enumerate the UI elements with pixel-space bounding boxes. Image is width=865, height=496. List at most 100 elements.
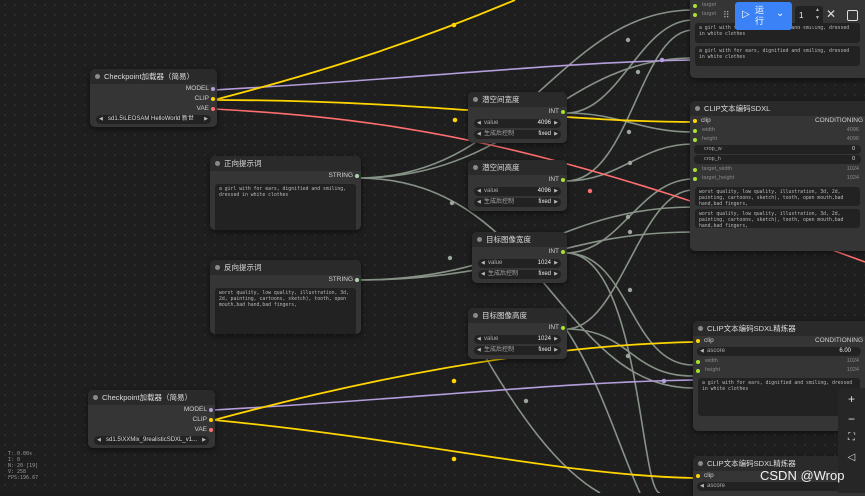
- output-slot-dot[interactable]: [355, 174, 359, 178]
- checkpoint-loader-node-1[interactable]: Checkpoint加载器（简易） MODEL CLIP VAE ◀ sd1.5…: [90, 69, 217, 127]
- input-slot-dot[interactable]: [696, 474, 700, 478]
- arrow-left-icon[interactable]: ◀: [477, 120, 481, 126]
- input-slot-dot[interactable]: [696, 359, 700, 364]
- play-icon: ▷: [742, 9, 750, 20]
- prompt-textarea[interactable]: a girl with for ears, dignified and smil…: [215, 184, 356, 230]
- node-title: Checkpoint加载器（简易）: [88, 390, 215, 405]
- prompt-textarea-2[interactable]: a girl with for ears, dignified and smil…: [695, 46, 860, 66]
- output-slot-dot[interactable]: [209, 408, 213, 412]
- output-slot-dot[interactable]: [561, 326, 565, 330]
- zoom-in-icon[interactable]: +: [847, 392, 855, 406]
- locate-icon[interactable]: ◁: [847, 452, 856, 463]
- output-slot-dot[interactable]: [209, 418, 213, 422]
- arrow-right-icon[interactable]: ▶: [204, 116, 208, 122]
- ascore-number-widget[interactable]: ◀ascore: [697, 482, 861, 491]
- output-slot-dot[interactable]: [211, 107, 215, 111]
- input-slot-dot[interactable]: [696, 368, 700, 373]
- zoom-out-icon[interactable]: −: [847, 412, 855, 426]
- node-title: 潜空间宽度: [468, 92, 567, 107]
- prompt-textarea[interactable]: worst quality, low quality, illustration…: [215, 288, 356, 334]
- ckpt-name-combo[interactable]: ◀ sd1.5\LEOSAM HelloWorld 新世 ▶: [96, 115, 211, 124]
- close-icon[interactable]: ✕: [826, 7, 837, 21]
- arrow-right-icon[interactable]: ▶: [554, 188, 558, 194]
- input-slot-dot[interactable]: [696, 339, 700, 343]
- output-slot-dot[interactable]: [211, 87, 215, 91]
- arrow-right-icon[interactable]: ▶: [554, 199, 558, 205]
- input-slot-dot[interactable]: [693, 176, 697, 181]
- node-title: CLIP文本编码SDXL精炼器: [693, 456, 865, 471]
- clip-text-encode-sdxl-refiner-node-1[interactable]: CLIP文本编码SDXL精炼器 clip CONDITIONING ◀ascor…: [693, 321, 865, 431]
- arrow-right-icon[interactable]: ▶: [554, 120, 558, 126]
- input-target-2: target: [690, 10, 865, 19]
- arrow-right-icon[interactable]: ▶: [202, 437, 206, 443]
- checkpoint-loader-node-2[interactable]: Checkpoint加载器（简易） MODEL CLIP VAE ◀ sd1.5…: [88, 390, 215, 448]
- output-slot-dot[interactable]: [211, 97, 215, 101]
- arrow-left-icon[interactable]: ◀: [481, 260, 485, 266]
- output-int: INT: [472, 247, 567, 257]
- arrow-left-icon[interactable]: ◀: [99, 116, 103, 122]
- chevron-down-icon[interactable]: ⌄: [776, 8, 785, 19]
- prompt-textarea[interactable]: a girl with for ears, dignified and smil…: [698, 378, 860, 416]
- output-slot-dot[interactable]: [561, 110, 565, 114]
- input-slot-dot[interactable]: [693, 12, 697, 17]
- arrow-left-icon[interactable]: ◀: [477, 199, 481, 205]
- stepper-icon[interactable]: ▲▼: [815, 7, 820, 21]
- arrow-left-icon[interactable]: ◀: [700, 483, 704, 489]
- arrow-left-icon[interactable]: ◀: [481, 271, 485, 277]
- arrow-left-icon[interactable]: ◀: [477, 336, 481, 342]
- ckpt-name-combo[interactable]: ◀ sd1.5\XXMix_9realisticSDXL_v1... ▶: [94, 436, 209, 445]
- output-vae: VAE: [88, 425, 215, 435]
- run-button[interactable]: ▷ 运行 ⌄: [735, 2, 792, 30]
- output-slot-dot[interactable]: [209, 428, 213, 432]
- output-slot-dot[interactable]: [355, 278, 359, 282]
- text-g-textarea[interactable]: worst quality, low quality, illustration…: [695, 187, 860, 206]
- stop-icon[interactable]: [847, 10, 858, 21]
- input-slot-dot[interactable]: [693, 167, 697, 172]
- input-clip: clip CONDITIONING: [690, 116, 865, 126]
- fit-view-icon[interactable]: ⛶: [848, 432, 855, 443]
- arrow-right-icon[interactable]: ▶: [554, 271, 558, 277]
- input-slot-dot[interactable]: [693, 128, 697, 133]
- node-title: 正向提示词: [210, 156, 361, 171]
- run-count-input[interactable]: 1 ▲▼: [795, 6, 823, 26]
- arrow-left-icon[interactable]: ◀: [97, 437, 101, 443]
- arrow-left-icon[interactable]: ◀: [477, 188, 481, 194]
- output-slot-dot[interactable]: [561, 178, 565, 182]
- watermark: CSDN @Wrop: [760, 468, 845, 483]
- node-title: 目标图像宽度: [472, 232, 567, 247]
- text-l-textarea[interactable]: worst quality, low quality, illustration…: [695, 209, 860, 228]
- arrow-left-icon[interactable]: ◀: [477, 347, 481, 353]
- arrow-right-icon[interactable]: ▶: [554, 336, 558, 342]
- arrow-left-icon[interactable]: ◀: [477, 131, 481, 137]
- arrow-left-icon[interactable]: ◀: [700, 348, 704, 354]
- negative-prompt-node[interactable]: 反向提示词 STRING worst quality, low quality,…: [210, 260, 361, 334]
- output-slot-dot[interactable]: [561, 250, 565, 254]
- drag-handle-icon[interactable]: ⠿: [723, 10, 730, 20]
- positive-prompt-node[interactable]: 正向提示词 STRING a girl with for ears, digni…: [210, 156, 361, 230]
- input-slot-dot[interactable]: [693, 119, 697, 123]
- arrow-right-icon[interactable]: ▶: [554, 347, 558, 353]
- input-target-1: target: [690, 1, 865, 10]
- input-slot-dot[interactable]: [693, 137, 697, 142]
- input-slot-dot[interactable]: [693, 3, 697, 8]
- arrow-right-icon[interactable]: ▶: [554, 260, 558, 266]
- clip-text-encode-sdxl-refiner-node-2[interactable]: CLIP文本编码SDXL精炼器 clip ◀ascore: [693, 456, 865, 496]
- arrow-right-icon[interactable]: ▶: [554, 131, 558, 137]
